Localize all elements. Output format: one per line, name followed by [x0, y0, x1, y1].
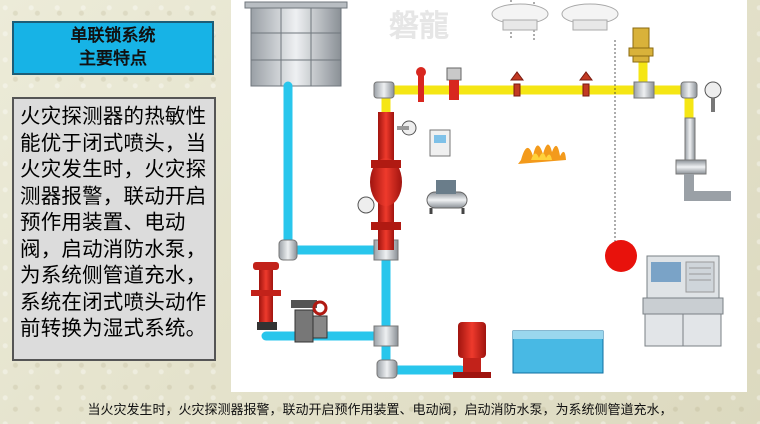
- caption-text: 当火灾发生时，火灾探测器报警，联动开启预作用装置、电动阀，启动消防水泵，为系统侧…: [0, 392, 760, 424]
- water-pool-label: 消防水池: [282, 331, 372, 373]
- title-line-1: 单联锁系统: [71, 25, 156, 48]
- smoke-detector-1: [492, 4, 548, 30]
- relief-valve: [629, 28, 653, 62]
- watermark: 磐龍: [389, 9, 449, 44]
- air-compressor: [427, 180, 467, 214]
- control-box: [430, 130, 450, 156]
- signal-wires: [511, 0, 615, 255]
- water-tank: [245, 2, 347, 86]
- smoke-detector-2: [562, 4, 618, 30]
- description-text: 火灾探测器的热敏性能优于闭式喷头，当火灾发生时，火灾探测器报警，联动开启预作用装…: [20, 104, 206, 340]
- alarm-bell: [605, 240, 637, 272]
- system-diagram: 磐龍: [231, 0, 747, 392]
- fire-flames: [518, 144, 566, 164]
- alarm-valve-assembly: [358, 112, 416, 250]
- top-valves: [416, 67, 461, 102]
- fire-hydrant: [251, 262, 281, 330]
- description-box: 火灾探测器的热敏性能优于闭式喷头，当火灾发生时，火灾探测器报警，联动开启预作用装…: [12, 97, 216, 361]
- fire-control-panel: [643, 256, 723, 346]
- title-box: 单联锁系统 主要特点: [12, 21, 214, 75]
- title-line-2: 主要特点: [79, 48, 147, 71]
- drain-pipe: [676, 82, 731, 196]
